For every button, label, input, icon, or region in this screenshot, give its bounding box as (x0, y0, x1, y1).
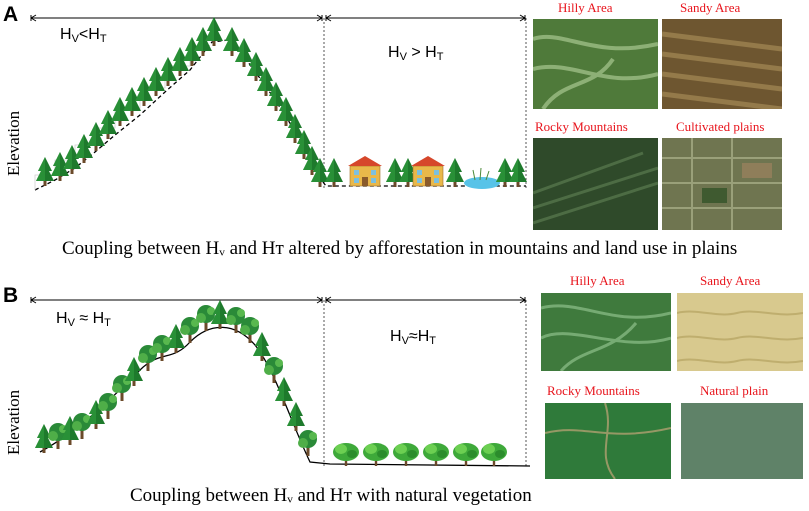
panel-a-caption: Coupling between Hᵥ and Hᴛ altered by af… (62, 238, 738, 259)
panel-b-photo-hilly (541, 293, 671, 371)
panel-a-photo-cultivated (662, 138, 782, 230)
panel-a-letter: A (3, 3, 19, 26)
panel-a-photo-sandy (662, 19, 782, 109)
panel-b-caption: Coupling between Hᵥ and Hᴛ with natural … (130, 485, 532, 506)
panel-b-photo-sandy-label: Sandy Area (700, 273, 761, 288)
panel-a-photo-hilly-label: Hilly Area (558, 0, 613, 15)
panel-b-elevation-label: Elevation (4, 389, 23, 455)
panel-a-terrain-line (34, 39, 526, 191)
panel-b-plain-shrubs (333, 443, 507, 466)
panel-b-photo-rocky (545, 403, 671, 479)
panel-a-photo-rocky (533, 138, 658, 230)
panel-a-right-relation: HV > HT (388, 44, 444, 63)
panel-b-photo-natural (681, 403, 803, 479)
panel-a-photo-cultivated-label: Cultivated plains (676, 119, 765, 134)
panel-a-left-relation: HV<HT (60, 26, 107, 45)
panel-a-photo-sandy-label: Sandy Area (680, 0, 741, 15)
panel-b-photo-hilly-label: Hilly Area (570, 273, 625, 288)
panel-a-photo-hilly (533, 19, 658, 109)
panel-b-photo-rocky-label: Rocky Mountains (547, 383, 640, 398)
panel-a-plain-landuse (325, 155, 527, 189)
panel-a-photo-rocky-label: Rocky Mountains (535, 119, 628, 134)
panel-b-left-relation: HV ≈ HT (56, 310, 111, 329)
pond-icon (464, 177, 500, 189)
panel-b-right-relation: HV≈HT (390, 328, 436, 347)
panel-b-letter: B (3, 284, 19, 307)
panel-b-photo-sandy (677, 293, 803, 371)
panel-b-photo-natural-label: Natural plain (700, 383, 769, 398)
